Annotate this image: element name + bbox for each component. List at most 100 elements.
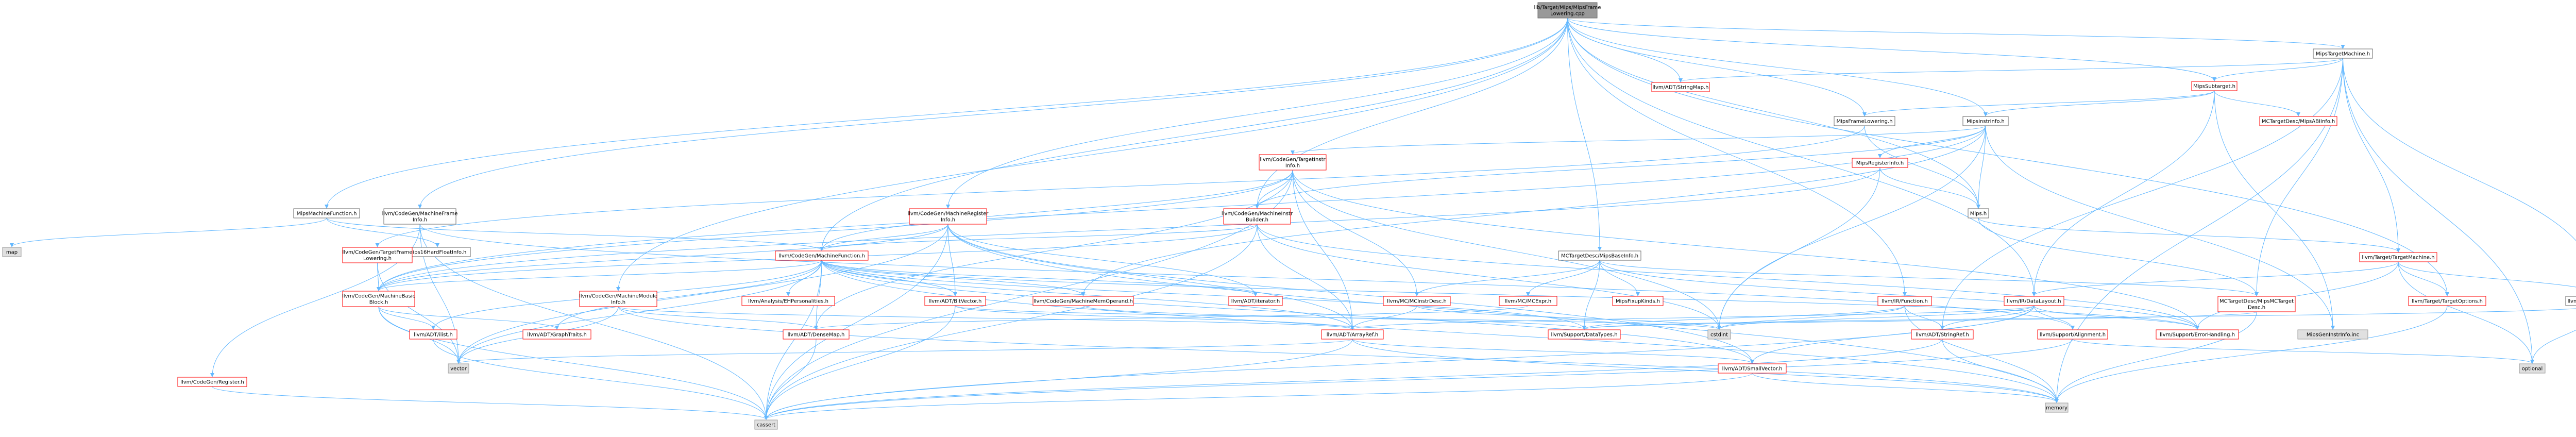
node-bitvector[interactable]: llvm/ADT/BitVector.h [924,296,986,306]
node-smallvector[interactable]: llvm/ADT/SmallVector.h [1718,363,1787,374]
node-box [2297,329,2368,340]
node-densemap[interactable]: llvm/ADT/DenseMap.h [783,329,850,340]
node-errorhandling[interactable]: llvm/Support/ErrorHandling.h [2156,329,2239,340]
node-box [1228,296,1283,306]
edge-machineframeinfo-to-alignment [419,224,2075,330]
node-machinefunction[interactable]: llvm/CodeGen/MachineFunction.h [775,250,869,261]
node-irdatalayout[interactable]: llvm/IR/DataLayout.h [2004,296,2064,306]
edge-root-to-mips [1567,18,1980,209]
node-machinefunctioninfo[interactable]: MipsMachineFunction.h [293,208,360,218]
node-label: Lowering.cpp [1550,11,1585,17]
edge-mipsinstrinfo-to-cstdint [1717,125,1986,330]
node-label: Info.h [611,300,625,306]
edge-codegen-to-datatypes [1582,308,2576,330]
node-arrayref[interactable]: llvm/ADT/ArrayRef.h [1321,329,1384,340]
edge-root-to-stringmap [1567,18,1683,82]
node-stringref[interactable]: llvm/ADT/StringRef.h [1911,329,1974,340]
node-ilist[interactable]: llvm/ADT/ilist.h [409,329,457,340]
node-codegenregister[interactable]: llvm/CodeGen/Register.h [177,377,247,387]
edge-mipsframelowering-to-mips [1864,125,1980,209]
node-codegen[interactable]: llvm/Support/CodeGen.h [2565,296,2576,306]
edge-irdatalayout-to-cassert [764,305,2035,420]
node-label: MCTargetDesc/MipsBaseInfo.h [1561,254,1638,259]
node-ehpersonalities[interactable]: llvm/Analysis/EHPersonalities.h [741,296,835,306]
edge-root-to-mipssubtarget [1567,18,2216,81]
node-mcinstrdesc[interactable]: llvm/MC/MCInstrDesc.h [1383,296,1451,306]
edge-mipsbaseinfo-to-mcinstrdesc [1415,260,1600,296]
edge-machineinstrbuilder-to-arrayref [1257,224,1354,330]
node-label: Builder.h [1246,217,1268,223]
node-mipsabiinfo[interactable]: MCTargetDesc/MipsABIInfo.h [2259,116,2337,126]
node-mips[interactable]: Mips.h [1968,208,1989,218]
edge-mipsregisterinfo-to-machinebasicblock [377,167,1880,291]
edge-mipsregisterinfo-to-cstdint [1717,167,1880,330]
node-mipsfixupkinds[interactable]: MipsFixupKinds.h [1612,296,1664,306]
node-targettargetmachine[interactable]: llvm/Target/TargetMachine.h [2359,252,2437,262]
node-box [409,329,457,340]
node-mipsgeninstrinfo: MipsGenInstrInfo.inc [2297,329,2368,340]
node-label: llvm/ADT/StringMap.h [1652,85,1708,91]
node-alignment[interactable]: llvm/Support/Alignment.h [2037,329,2108,340]
node-label: MipsTargetMachine.h [2316,52,2370,57]
node-label: Lowering.h [363,256,392,262]
node-label: llvm/ADT/SmallVector.h [1722,366,1783,372]
edge-mipsinstrinfo-to-mipsregisterinfo [1878,125,1986,158]
edge-machinefunction-to-memory [821,260,2059,403]
edge-machinefunction-to-bitvector [821,260,957,296]
node-root[interactable]: lib/Target/Mips/MipsFrameLowering.cpp [1534,2,1601,19]
node-mipsregisterinfo[interactable]: MipsRegisterInfo.h [1852,158,1908,168]
node-label: MipsFrameLowering.h [1836,119,1892,125]
node-label: llvm/Target/TargetMachine.h [2362,255,2434,261]
node-irfunction[interactable]: llvm/IR/Function.h [1877,296,1932,306]
node-label: llvm/CodeGen/Register.h [180,380,244,385]
node-box [1968,208,1989,218]
edge-machinemoduleinfo-to-memory [618,306,2059,403]
node-box [1321,329,1384,340]
edge-stringref-to-memory [1942,339,2059,403]
node-label: Info.h [1285,163,1300,169]
node-mipsframelowering[interactable]: MipsFrameLowering.h [1834,116,1895,126]
edge-mipstargetmachine-to-codegen [2343,58,2576,241]
edge-mipsregisterinfo-to-mips [1879,167,1980,209]
edge-machineinstrbuilder-to-cstdint [1257,224,1721,330]
node-box [2156,329,2239,340]
node-label: vector [450,366,467,372]
node-mcexpr[interactable]: llvm/MC/MCExpr.h [1499,296,1557,306]
node-box [2408,296,2486,306]
edge-mipsbaseinfo-to-mcexpr [1526,260,1600,296]
node-box [1032,296,1134,306]
node-mipstargetmachine[interactable]: MipsTargetMachine.h [2313,48,2373,59]
node-box [2004,296,2064,306]
edge-machinefunction-to-machinememoperand [821,260,1086,296]
node-mipsbaseinfo[interactable]: MCTargetDesc/MipsBaseInfo.h [1558,250,1641,261]
node-box [1651,82,1710,92]
edge-arrayref-to-memory [1352,339,2059,403]
node-iterator[interactable]: llvm/ADT/iterator.h [1228,296,1283,306]
node-box [1259,154,1327,171]
node-cstdint: cstdint [1707,329,1731,340]
edge-machinemoduleinfo-to-densemap [618,306,818,330]
node-targetoptions[interactable]: llvm/Target/TargetOptions.h [2408,296,2486,306]
node-mipsinstrinfo[interactable]: MipsInstrInfo.h [1962,116,2009,126]
node-label: llvm/CodeGen/MachineRegister [908,211,989,217]
edge-mcinstrdesc-to-arrayref [1350,305,1417,330]
edge-machineregisterinfo-to-arrayref [947,224,1354,330]
node-mipssubtarget[interactable]: MipsSubtarget.h [2191,81,2238,91]
node-datatypes[interactable]: llvm/Support/DataTypes.h [1548,329,1621,340]
edge-targetinstrinfo-to-errorhandling [1292,170,2199,330]
node-label: llvm/IR/Function.h [1882,299,1928,305]
node-label: llvm/CodeGen/MachineFrame [382,211,458,217]
node-graphtraits[interactable]: llvm/ADT/GraphTraits.h [522,329,591,340]
edge-mipsbaseinfo-to-mctargetdesc [1599,260,2259,296]
node-machinememoperand[interactable]: llvm/CodeGen/MachineMemOperand.h [1032,296,1134,306]
node-mips16hardfloatinfo[interactable]: Mips16HardFloatInfo.h [404,247,471,257]
node-stringmap[interactable]: llvm/ADT/StringMap.h [1651,82,1710,92]
